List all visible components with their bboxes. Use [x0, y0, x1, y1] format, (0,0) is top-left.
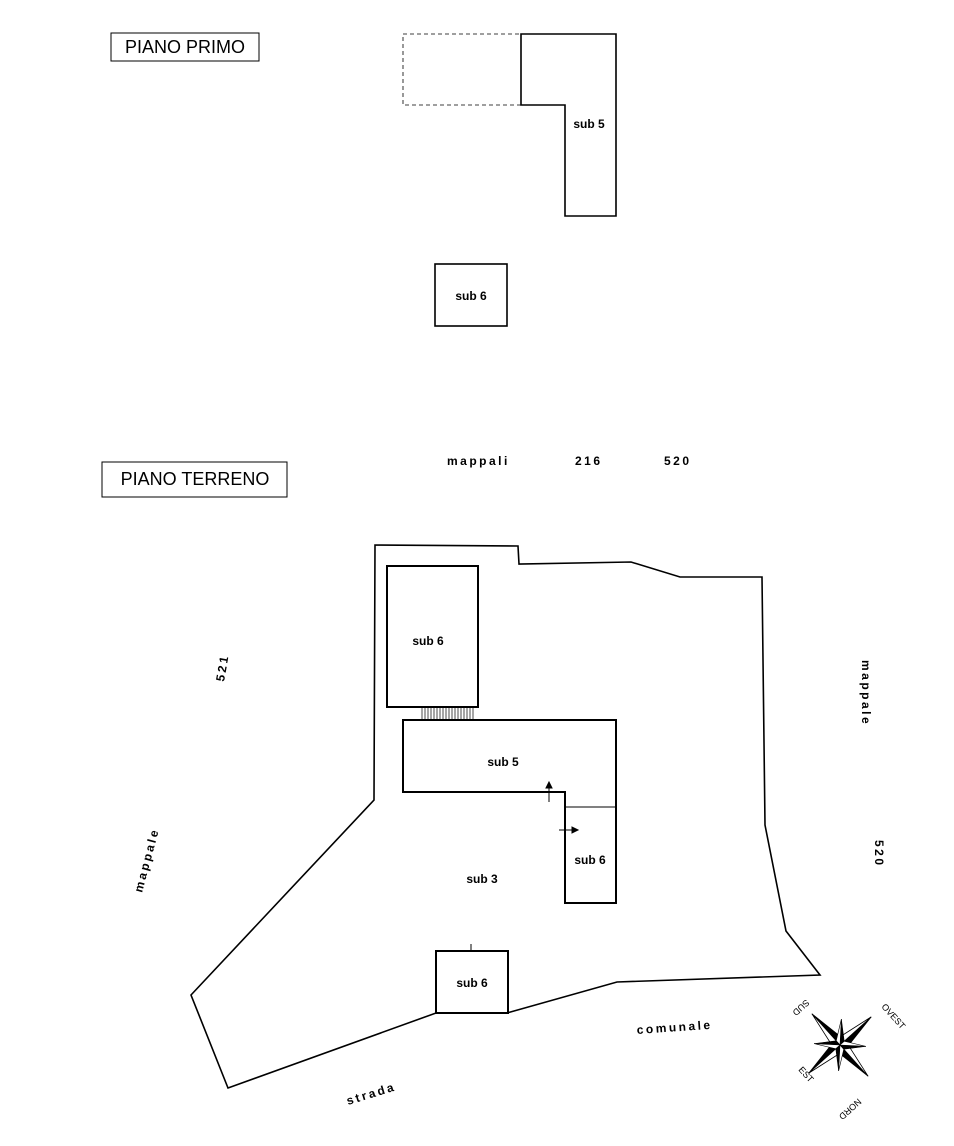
entry-arrow-icon [545, 780, 553, 802]
label-216: 216 [575, 454, 603, 468]
upper-sub6-label: sub 6 [455, 289, 487, 303]
upper-sub5-shape [520, 33, 617, 217]
ground-sub6-south-label: sub 6 [456, 976, 488, 990]
ground-sub3-label: sub 3 [466, 872, 498, 886]
upper-sub6-shape [434, 263, 508, 327]
compass-rose-icon [808, 1013, 872, 1077]
entry-arrow-icon [559, 826, 580, 834]
label-comunale: comunale [636, 1018, 713, 1037]
label-mappali-top: mappali [447, 454, 510, 468]
upper-sub5-label: sub 5 [573, 117, 605, 131]
ground-sub6-north-label: sub 6 [412, 634, 444, 648]
compass-south-label: SUD [790, 998, 811, 1018]
stair-hatch [421, 707, 474, 720]
ground-sub5-label: sub 5 [487, 755, 519, 769]
upper-floor-title: PIANO PRIMO [110, 32, 260, 62]
label-mappale-left: mappale [131, 826, 162, 894]
label-strada: strada [345, 1080, 398, 1108]
label-520-right: 520 [872, 840, 886, 868]
ground-sub6-south [435, 950, 509, 1014]
ground-floor-title: PIANO TERRENO [101, 461, 288, 498]
property-boundary [190, 544, 822, 1090]
label-520-top: 520 [664, 454, 692, 468]
compass-north-label: NORD [837, 1097, 864, 1122]
upper-floor-title-text: PIANO PRIMO [125, 37, 245, 57]
ground-sub6-north [386, 565, 479, 708]
label-mappale-right: mappale [859, 660, 873, 726]
label-521: 521 [213, 653, 232, 683]
ground-floor-title-text: PIANO TERRENO [121, 469, 270, 489]
ground-sub5-shape [402, 719, 617, 904]
compass-west-label: OVEST [880, 1002, 908, 1032]
ground-sub6-east-label: sub 6 [574, 853, 606, 867]
upper-dashed-area [402, 33, 522, 106]
